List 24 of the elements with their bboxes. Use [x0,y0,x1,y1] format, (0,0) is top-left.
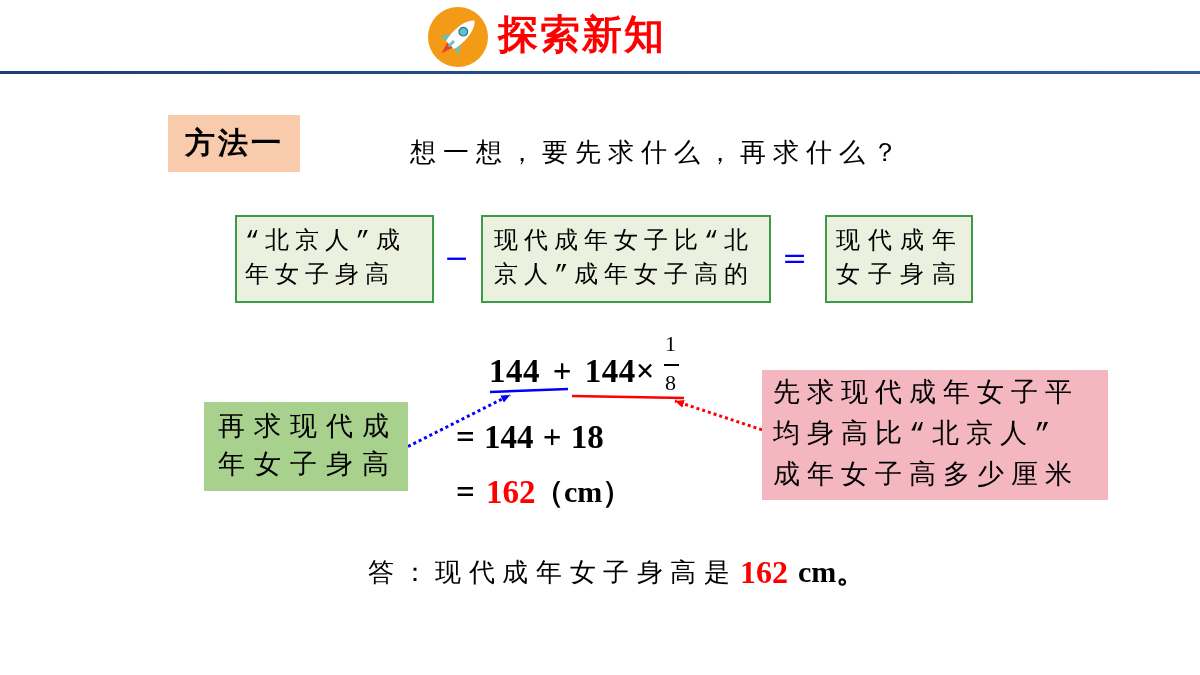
text-box: 现代成年女子比“北京人”成年女子高的 [481,215,771,303]
title: 探索新知 [498,10,666,58]
unit-text: （cm） [534,474,633,510]
equals-sign: = [456,473,475,512]
underline [488,386,570,395]
answer-text: 答：现代成年女子身高是 [368,556,738,588]
leader-line [674,399,763,432]
underline [570,393,686,401]
text-box: “北京人”成年女子身高 [235,215,434,303]
result-number: 162 [486,473,536,512]
callout-box: 先求现代成年女子平均身高比“北京人”成年女子高多少厘米 [762,370,1108,500]
equals-sign: = [782,240,808,276]
fraction-numerator: 1 [665,331,676,358]
result-number: 162 [740,553,788,592]
label-box: 方法一 [168,115,300,172]
equation-text: 144 + 144× [489,352,656,391]
leader-line [407,393,511,448]
question-text: 想一想，要先求什么，再求什么？ [410,136,905,168]
fraction-denominator: 8 [665,370,676,397]
text-box: 现代成年女子身高 [825,215,973,303]
equation-text: = 144 + 18 [456,418,604,457]
unit-text: cm。 [798,554,867,590]
minus-sign: − [444,240,470,276]
callout-box: 再求现代成年女子身高 [204,402,408,491]
